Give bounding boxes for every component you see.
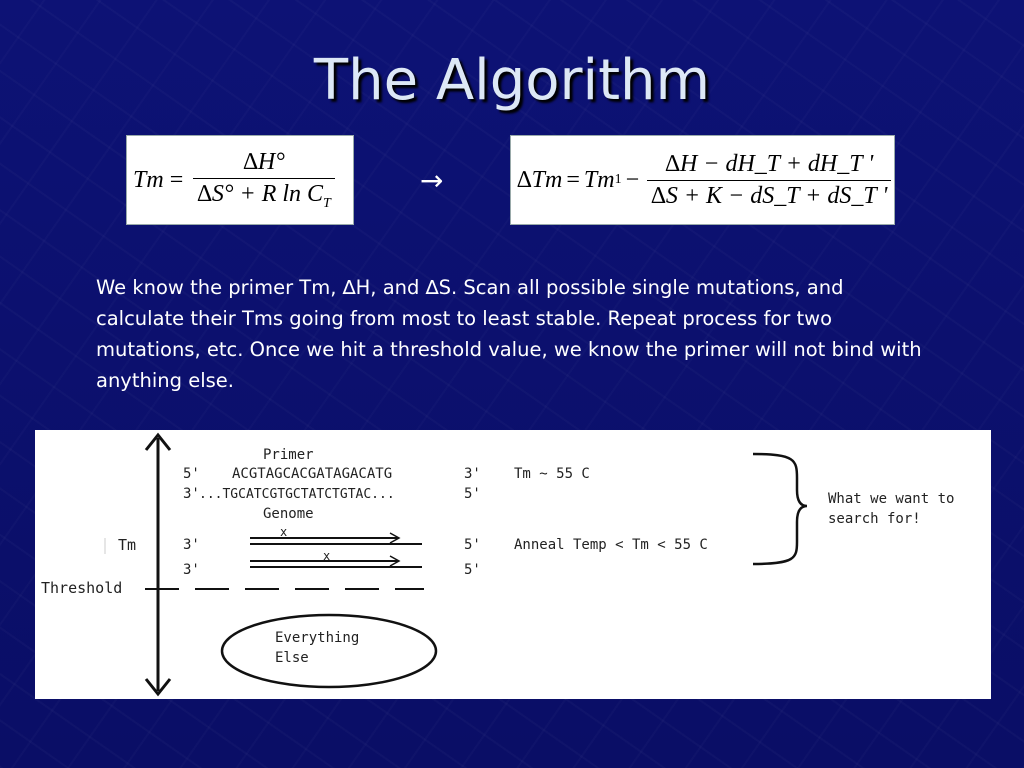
- primer-tm-note: Tm ~ 55 C: [514, 466, 590, 482]
- genome-label: Genome: [263, 506, 314, 522]
- primer-sequence: ACGTAGCACGATAGACATG: [232, 466, 392, 482]
- eq2-numerator: ∆H − dH_T + dH_T ': [665, 150, 874, 177]
- line2-left-end: 3': [183, 486, 200, 502]
- mut-row1-arrowhead: [389, 532, 401, 544]
- eq1-denominator: ∆S° + R ln CT: [193, 177, 335, 212]
- diagram-svg: Primer 5' ACGTAGCACGATAGACATG 3' Tm ~ 55…: [41, 432, 954, 697]
- right-curly-brace: [752, 452, 808, 566]
- eq2-minus: −: [625, 166, 640, 193]
- mut-row1-left-end: 3': [183, 537, 200, 553]
- brace-note-line2: search for!: [828, 511, 921, 527]
- eq2-lhs: ∆Tm: [517, 166, 563, 193]
- primer-label: Primer: [263, 447, 314, 463]
- mut-row2-arrowhead: [389, 555, 401, 567]
- genome-sequence: ...TGCATCGTGCTATCTGTAC...: [199, 487, 395, 502]
- eq1-equals: =: [169, 166, 184, 193]
- tm-equation: Tm = ∆H° ∆S° + R ln CT: [126, 135, 354, 225]
- eq2-denominator: ∆S + K − dS_T + dS_T ': [647, 179, 892, 210]
- eq2-equals: =: [566, 166, 580, 193]
- eq1-lhs: Tm: [133, 166, 164, 193]
- anneal-temp-note: Anneal Temp < Tm < 55 C: [514, 537, 708, 553]
- eq2-term: Tm: [583, 166, 615, 193]
- ellipse-text-line2: Else: [275, 650, 309, 666]
- eq1-denominator-text: ∆S° + R ln C: [197, 180, 324, 207]
- mut-row2-mismatch-mark: x: [323, 549, 330, 563]
- axis-up-arrowhead: [144, 432, 172, 451]
- eq1-denominator-sub: T: [323, 195, 331, 211]
- line2-right-end: 5': [464, 486, 481, 502]
- threshold-label: Threshold: [41, 579, 122, 597]
- brace-note-line1: What we want to: [828, 491, 954, 507]
- eq1-numerator: ∆H°: [243, 148, 285, 175]
- primer-diagram: Primer 5' ACGTAGCACGATAGACATG 3' Tm ~ 55…: [35, 430, 991, 699]
- everything-else-ellipse: [220, 613, 438, 689]
- right-arrow-icon: →: [420, 164, 444, 197]
- axis-down-arrowhead: [144, 678, 172, 697]
- slide-title: The Algorithm: [313, 48, 711, 113]
- eq2-fraction: ∆H − dH_T + dH_T ' ∆S + K − dS_T + dS_T …: [647, 150, 892, 210]
- mut-row2-right-end: 5': [464, 562, 481, 578]
- mut-row1-right-end: 5': [464, 537, 481, 553]
- eq1-fraction: ∆H° ∆S° + R ln CT: [193, 149, 335, 212]
- mut-row1-mismatch-mark: x: [280, 525, 287, 539]
- tm-axis-label: Tm: [118, 536, 136, 554]
- ellipse-text-line1: Everything: [275, 630, 359, 646]
- mut-row2-left-end: 3': [183, 562, 200, 578]
- explanation-paragraph: We know the primer Tm, ∆H, and ∆S. Scan …: [96, 276, 922, 392]
- eq2-term-sub: 1: [614, 172, 622, 187]
- line1-left-end: 5': [183, 466, 200, 482]
- line1-right-end: 3': [464, 466, 481, 482]
